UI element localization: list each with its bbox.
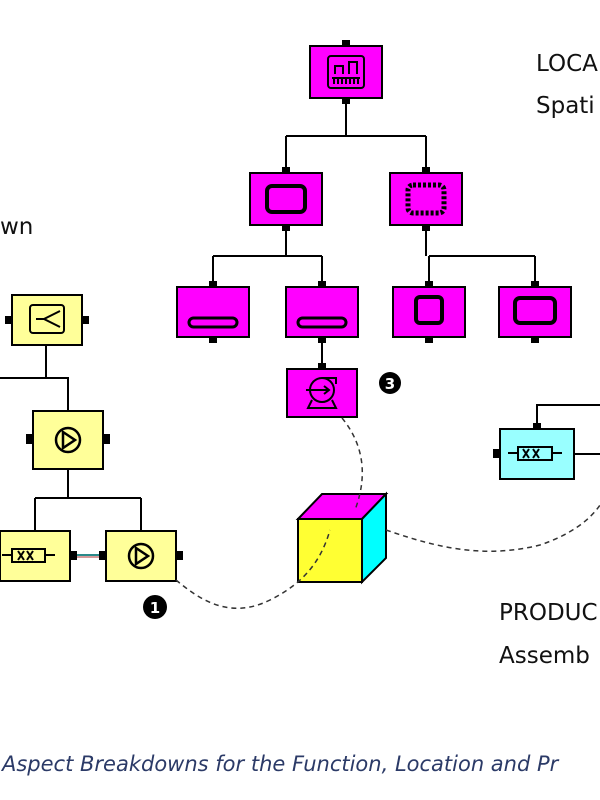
- wide-box-icon: [513, 296, 557, 325]
- location-node-box-1[interactable]: [392, 281, 466, 343]
- location-subtitle: Spati: [536, 93, 595, 119]
- cube-front: [297, 518, 363, 583]
- link-location-to-product: [341, 417, 364, 511]
- valve-icon: [508, 446, 562, 461]
- location-title: LOCA: [536, 51, 598, 77]
- function-root-node[interactable]: [5, 294, 89, 346]
- function-tree: [0, 346, 142, 530]
- figure-caption: Aspect Breakdowns for the Function, Loca…: [0, 752, 560, 776]
- location-node-slot-1[interactable]: [176, 281, 250, 343]
- function-pump-node[interactable]: [26, 410, 110, 470]
- function-pump-node-2[interactable]: [99, 530, 183, 582]
- centrifugal-pump-icon: [306, 377, 338, 409]
- product-cube[interactable]: [295, 491, 389, 585]
- location-node-room-b[interactable]: [389, 167, 463, 231]
- product-subtitle: Assemb: [499, 643, 590, 669]
- location-root-node[interactable]: [309, 40, 383, 104]
- function-valve-node[interactable]: [0, 530, 77, 582]
- slot-icon: [296, 316, 348, 329]
- split-icon: [29, 304, 65, 334]
- enclosure-icon: [405, 182, 447, 216]
- location-node-box-2[interactable]: [498, 281, 572, 343]
- svg-text:3: 3: [385, 375, 395, 393]
- function-connector-level2: [34, 470, 142, 530]
- relation-links: [175, 417, 600, 609]
- pump-icon: [54, 426, 82, 454]
- svg-text:1: 1: [150, 599, 160, 617]
- link-function-to-product: [175, 529, 331, 609]
- slot-icon: [187, 316, 239, 329]
- pump-icon: [127, 542, 155, 570]
- location-tree: [212, 98, 536, 368]
- function-flow: [77, 554, 99, 558]
- valve-icon: [2, 548, 55, 563]
- room-icon: [265, 184, 307, 214]
- product-title: PRODUC: [499, 600, 598, 626]
- location-marker: 3: [379, 372, 401, 394]
- location-connector-right: [425, 226, 536, 286]
- product-part-node[interactable]: [493, 404, 600, 480]
- location-pump-node[interactable]: [286, 363, 358, 418]
- function-label-fragment: wn: [0, 214, 33, 240]
- location-connector-left: [212, 226, 323, 286]
- box-icon: [414, 295, 444, 325]
- building-icon: [327, 55, 365, 89]
- location-node-room-a[interactable]: [249, 167, 323, 231]
- link-product-to-part: [385, 504, 600, 552]
- function-connector-root: [0, 377, 69, 410]
- location-node-slot-2[interactable]: [285, 281, 359, 343]
- location-connector-level1: [285, 98, 427, 172]
- function-marker: 1: [143, 595, 167, 619]
